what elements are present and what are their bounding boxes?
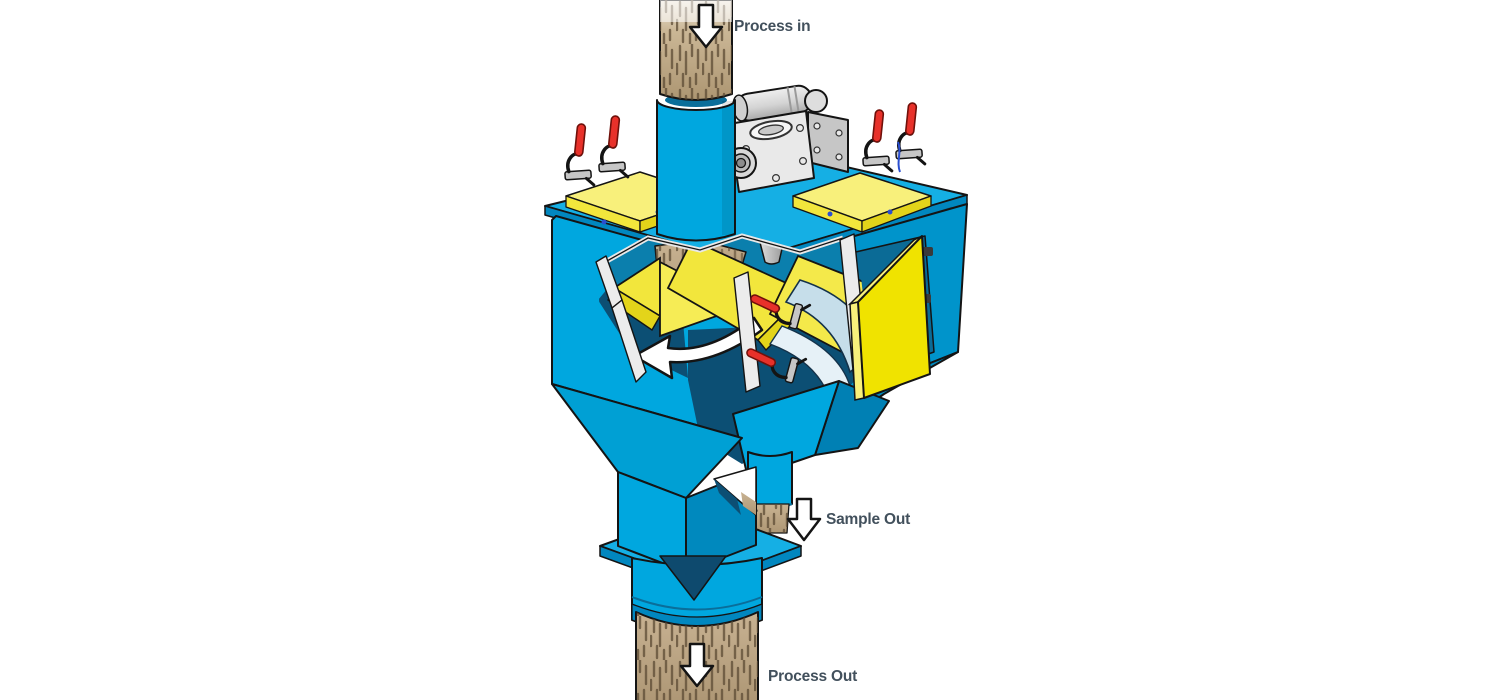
flow-arrow-down-icon bbox=[688, 3, 724, 49]
process-out-column bbox=[635, 611, 759, 700]
drive-motor-assembly bbox=[725, 84, 849, 193]
inspection-door bbox=[847, 235, 931, 401]
motor-cylinder bbox=[732, 84, 813, 122]
flow-arrow-down-icon bbox=[786, 497, 822, 542]
door-hinge bbox=[922, 247, 933, 256]
process-in-column bbox=[659, 0, 733, 101]
label-process-in: Process in bbox=[734, 18, 810, 35]
toggle-clamp bbox=[559, 113, 630, 189]
access-panel-right bbox=[792, 172, 932, 233]
label-sample-out: Sample Out bbox=[826, 511, 910, 528]
flow-arrow-down-icon bbox=[679, 642, 715, 688]
duct-spout bbox=[659, 555, 727, 601]
toggle-clamp bbox=[857, 100, 927, 175]
label-process-out: Process Out bbox=[768, 668, 857, 685]
discharge-duct bbox=[617, 466, 757, 573]
sample-stream bbox=[750, 503, 790, 534]
labels: Process in Sample Out Process Out bbox=[734, 18, 910, 685]
inlet-pipe bbox=[656, 93, 736, 242]
rotation-arrow-icon bbox=[632, 316, 764, 380]
